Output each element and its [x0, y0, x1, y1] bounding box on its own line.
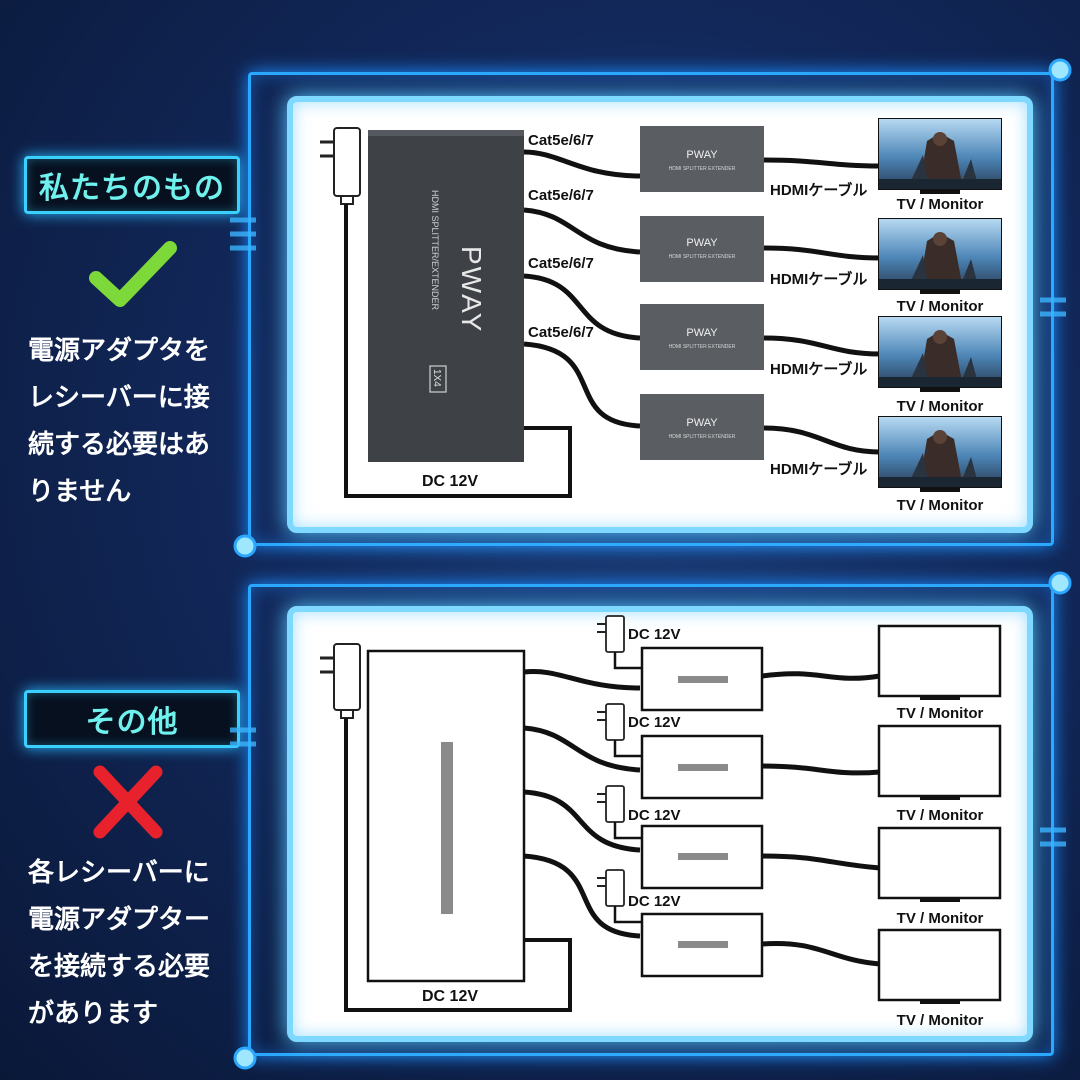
hdmi-cable-label: HDMIケーブル — [770, 181, 867, 199]
other-product-tag: その他 — [24, 690, 240, 748]
cross-icon — [93, 765, 163, 839]
receiver-device: PWAY HDMI SPLITTER EXTENDER — [640, 304, 764, 370]
tv-monitor — [878, 118, 1002, 194]
receiver-device — [640, 734, 764, 800]
splitter-device: PWAY HDMI SPLITTER/EXTENDER 1X4 — [368, 130, 524, 462]
tv-label: TV / Monitor — [897, 807, 984, 824]
hdmi-cable-label: HDMIケーブル — [770, 270, 867, 288]
cat-cable-label: Cat5e/6/7 — [528, 255, 594, 272]
dc-label: DC 12V — [422, 988, 478, 1005]
top-note-line: りません — [28, 477, 132, 507]
cat-cable-label: Cat5e/6/7 — [528, 324, 594, 341]
receiver-device: PWAY HDMI SPLITTER EXTENDER — [640, 216, 764, 282]
tv-monitor — [877, 928, 1002, 1004]
tv-label: TV / Monitor — [897, 196, 984, 213]
top-note-line: 続する必要はあ — [28, 430, 211, 460]
splitter-brand: PWAY — [456, 246, 487, 333]
bottom-note-line: 各レシーバーに — [28, 858, 210, 888]
bottom-panel-frame — [248, 584, 1054, 1056]
tv-monitor — [877, 724, 1002, 800]
top-note-line: レシーバーに接 — [28, 383, 210, 413]
power-adapter-icon — [320, 127, 361, 205]
bottom-note-line: があります — [28, 999, 159, 1029]
top-note: 電源アダプタを レシーバーに接 続する必要はあ りません — [28, 328, 228, 516]
receiver-power-adapter-icon — [597, 703, 642, 758]
receiver-brand: PWAY — [686, 417, 718, 429]
hdmi-cables — [761, 671, 881, 967]
tv-monitor — [877, 826, 1002, 902]
cat-cables — [523, 149, 641, 429]
splitter-model: 1X4 — [431, 369, 442, 387]
receiver-device — [640, 824, 764, 890]
receiver-power-adapter-icon — [597, 785, 642, 840]
receiver-text: HDMI SPLITTER EXTENDER — [669, 166, 736, 172]
receiver-brand: PWAY — [686, 237, 718, 249]
bottom-note: 各レシーバーに 電源アダプター を接続する必要 があります — [28, 850, 228, 1038]
tv-label: TV / Monitor — [897, 1012, 984, 1029]
tv-label: TV / Monitor — [897, 298, 984, 315]
tv-monitor — [878, 218, 1002, 294]
receiver-dc-label: DC 12V — [628, 714, 681, 731]
receiver-brand: PWAY — [686, 149, 718, 161]
dc-cable — [344, 718, 572, 1012]
our-product-label: 私たちのもの — [39, 171, 225, 206]
dc-cable — [344, 204, 572, 498]
other-product-label: その他 — [85, 705, 179, 740]
receiver-text: HDMI SPLITTER EXTENDER — [669, 344, 736, 350]
tv-label: TV / Monitor — [897, 497, 984, 514]
tv-label: TV / Monitor — [897, 910, 984, 927]
hdmi-cable-label: HDMIケーブル — [770, 360, 867, 378]
bottom-note-line: を接続する必要 — [28, 952, 211, 982]
splitter-device — [366, 649, 526, 983]
receiver-text: HDMI SPLITTER EXTENDER — [669, 254, 736, 260]
tv-label: TV / Monitor — [897, 398, 984, 415]
receiver-dc-label: DC 12V — [628, 893, 681, 910]
splitter-model-text: HDMI SPLITTER/EXTENDER — [430, 190, 440, 311]
receiver-device — [640, 646, 764, 712]
receiver-device: PWAY HDMI SPLITTER EXTENDER — [640, 394, 764, 460]
receiver-text: HDMI SPLITTER EXTENDER — [669, 434, 736, 440]
tv-monitor — [878, 416, 1002, 492]
cat-cables — [523, 668, 641, 939]
dc-label: DC 12V — [422, 473, 478, 490]
top-note-line: 電源アダプタを — [28, 336, 211, 366]
hdmi-cable-label: HDMIケーブル — [770, 460, 867, 478]
receiver-power-adapter-icon — [597, 869, 642, 924]
bottom-note-line: 電源アダプター — [28, 905, 211, 935]
tv-monitor — [878, 316, 1002, 392]
receiver-device — [640, 912, 764, 978]
receiver-brand: PWAY — [686, 327, 718, 339]
our-product-tag: 私たちのもの — [24, 156, 240, 214]
receiver-power-adapter-icon — [597, 615, 642, 670]
hdmi-cables — [763, 157, 881, 455]
check-icon — [89, 241, 177, 307]
tv-label: TV / Monitor — [897, 705, 984, 722]
cat-cable-label: Cat5e/6/7 — [528, 132, 594, 149]
receiver-device: PWAY HDMI SPLITTER EXTENDER — [640, 126, 764, 192]
tv-monitor — [877, 624, 1002, 700]
receiver-dc-label: DC 12V — [628, 626, 681, 643]
receiver-dc-label: DC 12V — [628, 807, 681, 824]
top-panel-frame — [248, 72, 1054, 546]
cat-cable-label: Cat5e/6/7 — [528, 187, 594, 204]
power-adapter-icon — [320, 643, 361, 719]
